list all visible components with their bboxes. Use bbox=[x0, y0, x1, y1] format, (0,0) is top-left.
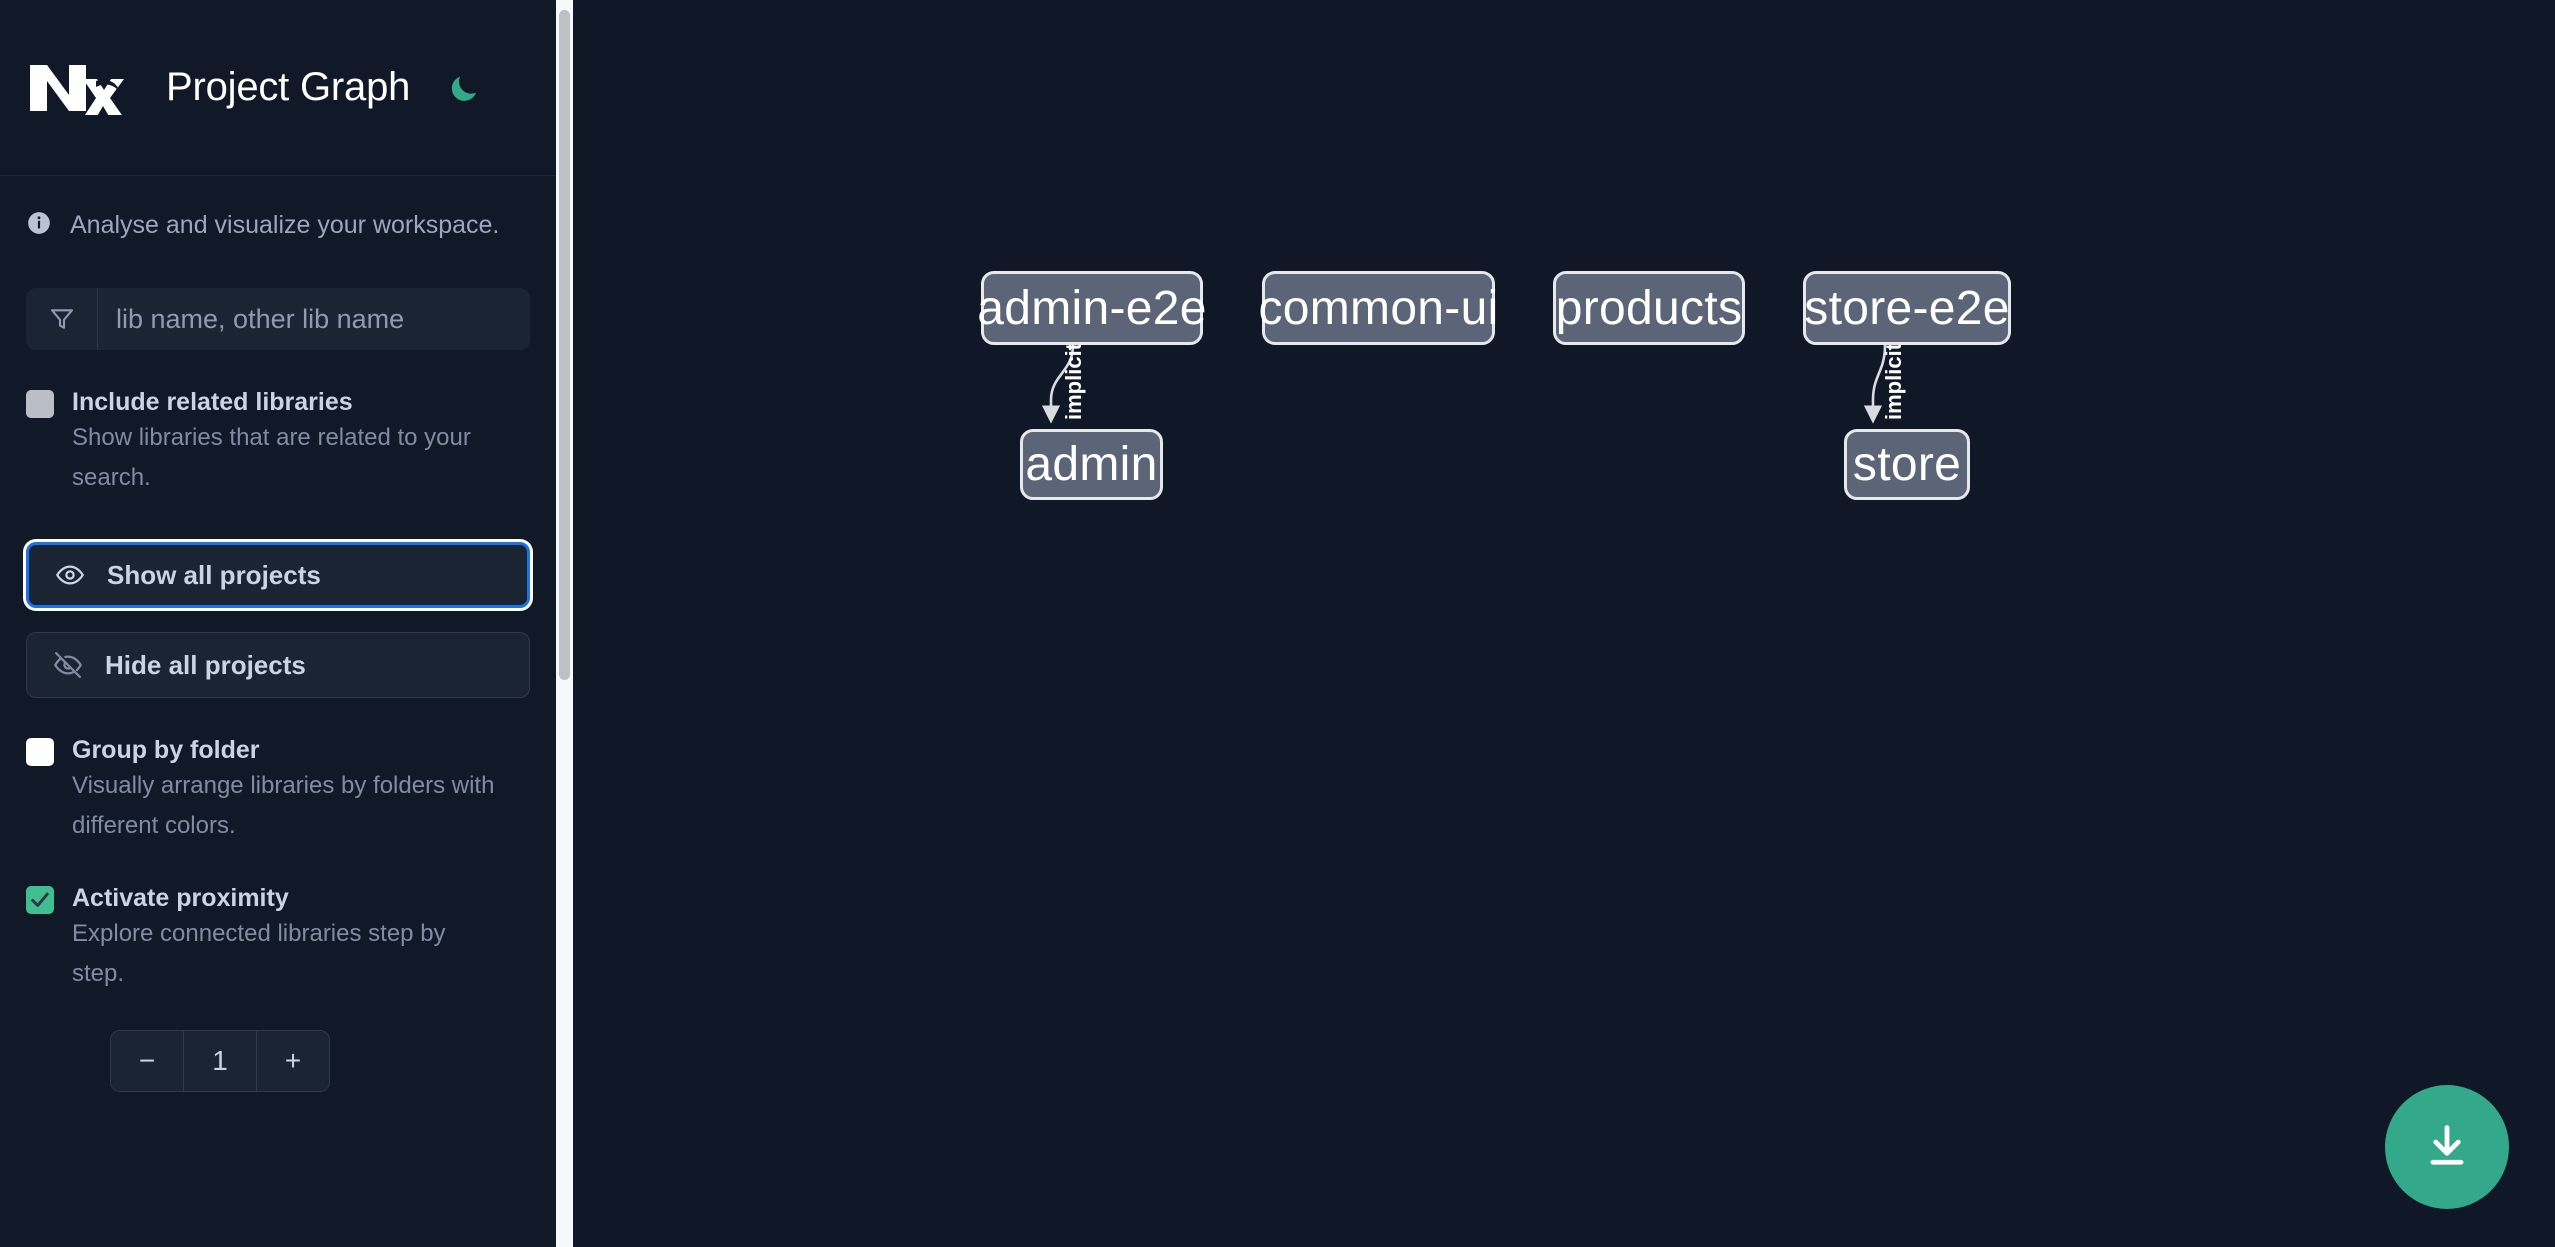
sidebar-header: Project Graph bbox=[0, 0, 556, 176]
option-activate-proximity[interactable]: Activate proximity Explore connected lib… bbox=[0, 882, 556, 994]
increment-button[interactable]: + bbox=[257, 1031, 329, 1091]
option-group-by-folder[interactable]: Group by folder Visually arrange librari… bbox=[0, 734, 556, 846]
decrement-button[interactable]: − bbox=[111, 1031, 183, 1091]
search-input[interactable] bbox=[98, 288, 530, 350]
hide-all-projects-label: Hide all projects bbox=[105, 649, 306, 680]
graph-node-admin-e2e[interactable]: admin-e2e bbox=[977, 271, 1206, 345]
option-include-related-libraries[interactable]: Include related libraries Show libraries… bbox=[0, 386, 556, 498]
graph-node-common-ui[interactable]: common-ui bbox=[1258, 271, 1498, 345]
nx-logo-icon bbox=[26, 61, 124, 118]
search-box bbox=[26, 288, 530, 350]
group-by-folder-label: Group by folder bbox=[72, 736, 260, 764]
graph-node-store[interactable]: store bbox=[1844, 429, 1970, 500]
edge-label-admin-implicit: implicit bbox=[1061, 342, 1086, 420]
page-title: Project Graph bbox=[166, 65, 411, 109]
include-related-libraries-checkbox[interactable] bbox=[26, 390, 54, 498]
quantity-stepper: − 1 + bbox=[110, 1030, 330, 1092]
proximity-stepper-section: − 1 + bbox=[0, 1030, 556, 1092]
edge-label-store-implicit: implicit bbox=[1881, 342, 1906, 420]
download-icon bbox=[2421, 1120, 2473, 1175]
sidebar: Project Graph Analyse and visualize your… bbox=[0, 0, 573, 1247]
graph-canvas[interactable]: implicit implicit admin-e2e common-ui pr… bbox=[573, 0, 2555, 1247]
search-section bbox=[0, 288, 556, 350]
include-related-libraries-label: Include related libraries bbox=[72, 388, 353, 416]
visibility-actions: Show all projects Hide all projects bbox=[0, 542, 556, 698]
filter-funnel-icon[interactable] bbox=[26, 288, 98, 350]
activate-proximity-label: Activate proximity bbox=[72, 884, 289, 912]
download-button[interactable] bbox=[2385, 1085, 2509, 1209]
eye-off-icon bbox=[53, 650, 83, 680]
graph-node-admin[interactable]: admin bbox=[1020, 429, 1163, 500]
tagline-text: Analyse and visualize your workspace. bbox=[70, 210, 500, 239]
show-all-projects-button[interactable]: Show all projects bbox=[26, 542, 530, 608]
group-by-folder-description: Visually arrange libraries by folders wi… bbox=[72, 772, 495, 839]
graph-node-products[interactable]: products bbox=[1553, 271, 1745, 345]
activate-proximity-checkbox[interactable] bbox=[26, 886, 54, 994]
sidebar-content: Project Graph Analyse and visualize your… bbox=[0, 0, 556, 1247]
graph-node-store-e2e[interactable]: store-e2e bbox=[1803, 271, 2011, 345]
include-related-libraries-description: Show libraries that are related to your … bbox=[72, 424, 471, 491]
hide-all-projects-button[interactable]: Hide all projects bbox=[26, 632, 530, 698]
stepper-value: 1 bbox=[183, 1031, 257, 1091]
sidebar-scrollbar-thumb[interactable] bbox=[559, 10, 570, 680]
activate-proximity-description: Explore connected libraries step by step… bbox=[72, 920, 446, 987]
group-by-folder-checkbox[interactable] bbox=[26, 738, 54, 846]
info-icon bbox=[26, 210, 52, 241]
show-all-projects-label: Show all projects bbox=[107, 559, 321, 590]
moon-icon[interactable] bbox=[442, 66, 486, 110]
tagline: Analyse and visualize your workspace. bbox=[0, 176, 556, 274]
eye-icon bbox=[55, 560, 85, 590]
graph-edges bbox=[1041, 344, 1887, 424]
